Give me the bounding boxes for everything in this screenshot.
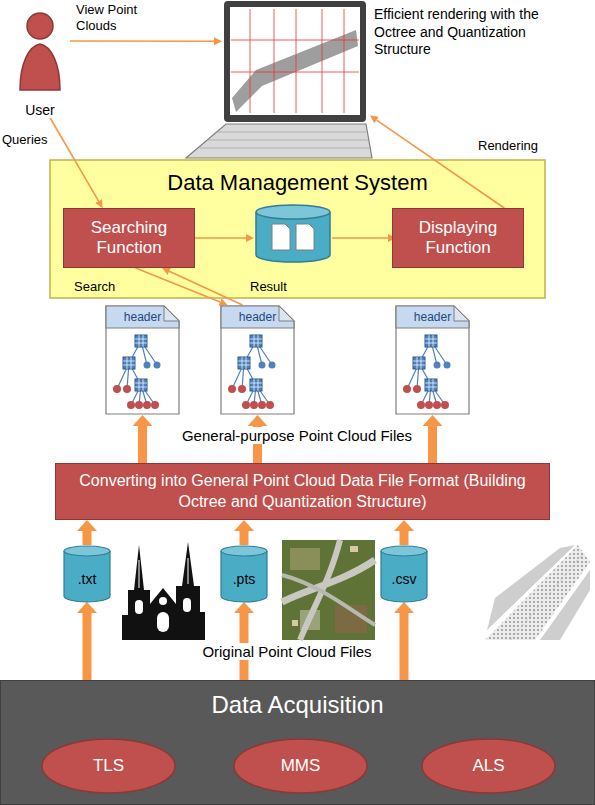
caption: General-purpose Point Cloud Files <box>178 427 416 444</box>
cathedral-image <box>122 542 205 640</box>
node-text: Searching Function <box>64 218 194 259</box>
connector <box>400 531 409 545</box>
edge-label: Search <box>74 279 115 295</box>
file-cylinder: .txt <box>63 545 111 602</box>
connector <box>136 268 220 302</box>
node-text: header <box>124 310 161 324</box>
connector <box>83 613 92 680</box>
node-text: Displaying Function <box>393 218 523 259</box>
node-text: MMS <box>281 756 321 776</box>
node-text: .csv <box>392 561 417 587</box>
point-cloud-file: header <box>395 305 470 415</box>
sensor-ellipse: MMS <box>233 738 368 794</box>
edge-label: View Point Clouds <box>76 2 172 33</box>
node-text: TLS <box>93 756 124 776</box>
system-panel: Data Management SystemSearching Function… <box>50 160 545 298</box>
file-cylinder: .pts <box>220 545 268 602</box>
connector <box>400 613 409 680</box>
node-text: header <box>414 310 451 324</box>
sensor-ellipse: TLS <box>41 738 176 794</box>
user-icon-shape <box>10 8 70 118</box>
point-cloud-file: header <box>220 305 295 415</box>
process-box: Displaying Function <box>392 208 524 268</box>
flow-arrow <box>191 237 246 239</box>
user-icon: User <box>10 8 70 118</box>
edge-label: Rendering <box>478 138 538 154</box>
node-text: .pts <box>233 561 256 587</box>
node-text: .txt <box>78 561 97 587</box>
process-box: Converting into General Point Cloud Data… <box>55 463 550 520</box>
connector <box>70 40 214 42</box>
sensor-ellipse: ALS <box>421 738 556 794</box>
connector <box>240 531 249 545</box>
laptop-display-shape <box>222 0 370 165</box>
node-text: User <box>25 102 55 118</box>
flow-arrow <box>332 237 388 239</box>
highway-image <box>282 540 375 640</box>
laptop-display: Efficient rendering with the Octree and … <box>222 0 370 165</box>
edge-label: Result <box>250 279 287 295</box>
connector <box>428 426 437 463</box>
database-cylinder <box>256 205 330 262</box>
connector <box>138 426 147 463</box>
node-text: header <box>239 310 276 324</box>
process-box: Searching Function <box>63 208 195 268</box>
connector <box>50 118 98 201</box>
node-text: ALS <box>472 756 504 776</box>
node-text: Data Management System <box>167 170 427 196</box>
node-text: Efficient rendering with the Octree and … <box>374 6 546 59</box>
point-cloud-file: header <box>105 305 180 415</box>
connector <box>83 531 92 545</box>
acquisition-band: Data AcquisitionTLS MMS ALS <box>0 680 595 805</box>
caption: Original Point Cloud Files <box>198 643 375 660</box>
node-text: Converting into General Point Cloud Data… <box>56 471 549 513</box>
file-cylinder: .csv <box>380 545 428 602</box>
edge-label: Queries <box>2 132 48 148</box>
connector <box>169 271 242 305</box>
node-text: Data Acquisition <box>211 691 383 719</box>
system-panel <box>50 160 545 298</box>
road-image <box>485 545 590 640</box>
